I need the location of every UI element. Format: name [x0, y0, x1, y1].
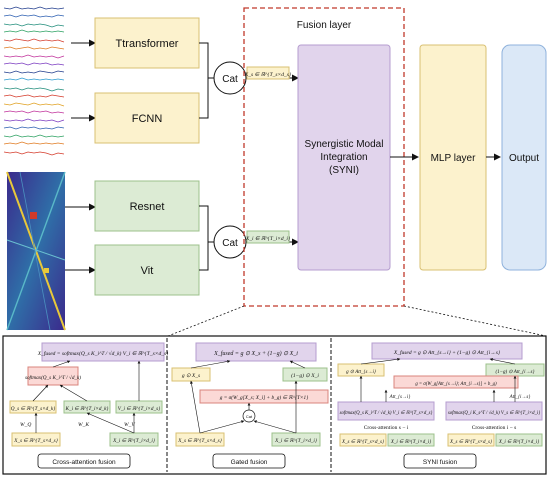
connector	[199, 42, 214, 79]
cross-xi: X_i ∈ ℝ^{T_i×d_i}	[112, 438, 156, 444]
cat-label: Cat	[222, 238, 238, 249]
fcnn-label: FCNN	[132, 113, 163, 125]
connector	[199, 242, 209, 271]
syni-ca2: Cross-attention i − s	[472, 425, 517, 431]
xi-label: X_i ∈ ℝ^{T_i×d_i}	[245, 235, 291, 242]
syni-ca1: Cross-attention s − i	[364, 425, 409, 431]
cross-k: K_i ∈ ℝ^{T_i×d_k}	[65, 406, 110, 412]
gated-caption: Gated fusion	[231, 459, 268, 466]
cross-q: Q_s ∈ ℝ^{T_s×d_k}	[11, 406, 56, 412]
fcnn-block	[94, 92, 200, 144]
cross-xs: X_s ∈ ℝ^{T_s×d_s}	[13, 438, 58, 444]
syni-fusion-panel: X_fused = g ⊙ Att_{s→i} + (1−g) ⊙ Att_{i…	[337, 342, 545, 469]
fusion-layer-title: Fusion layer	[297, 20, 352, 31]
syni-line-3: (SYNI)	[329, 165, 359, 176]
cross-wv: W_V	[124, 422, 135, 428]
eeg-signal-image	[3, 3, 71, 158]
resnet-block	[94, 180, 200, 232]
syni-xi: X_i ∈ ℝ^{T_i×d_i}	[498, 439, 539, 445]
output-label: Output	[509, 153, 539, 164]
syni-line-2: Integration	[320, 152, 367, 163]
gated-gate: g = σ(W_g[X_s; X_i] + b_g) ∈ ℝ^{T×1}	[220, 394, 309, 401]
transformer-label: Ttransformer	[116, 38, 179, 50]
syni-xs: X_s ∈ ℝ^{T_s×d_s}	[341, 439, 384, 445]
cross-softmax: softmax(Q_s K_i^T / √d_k)	[25, 374, 81, 381]
vit-block	[94, 244, 200, 296]
syni-caption: SYNI fusion	[423, 459, 458, 466]
cross-wq: W_Q	[20, 422, 31, 428]
cat-label: Cat	[222, 74, 238, 85]
syni-gatt2: (1−g) ⊙ Att_{i→s}	[496, 369, 535, 375]
syni-sm2: softmax(Q_i K_s^T / √d_k) V_s ∈ ℝ^{T_i×d…	[448, 410, 540, 416]
syni-att-is: Att_{i→s}	[509, 395, 531, 400]
gated-xfused: X_fused = g ⊙ X_s + (1−g) ⊙ X_i	[213, 350, 298, 357]
transformer-block	[94, 17, 200, 69]
cross-caption: Cross-attention fusion	[52, 459, 116, 466]
output-block	[501, 44, 547, 271]
xs-label: X_s ∈ ℝ^{T_s×d_s}	[244, 71, 292, 78]
gated-gxi: (1−g) ⊙ X_i	[291, 372, 319, 379]
xi-tag	[246, 230, 290, 244]
resnet-label: Resnet	[130, 201, 165, 213]
gated-xi: X_i ∈ ℝ^{T_i×d_i}	[274, 438, 318, 444]
syni-line-1: Synergistic Modal	[305, 139, 384, 150]
gated-xs: X_s ∈ ℝ^{T_s×d_s}	[177, 438, 222, 444]
syni-sm1: softmax(Q_s K_i^T / √d_k) V_i ∈ ℝ^{T_s×d…	[340, 410, 433, 416]
syni-xs: X_s ∈ ℝ^{T_s×d_s}	[449, 439, 492, 445]
cross-attention-panel: X_fused = softmax(Q_s K_i^T / √d_k) V_i …	[9, 342, 169, 469]
gated-fusion-panel: X_fused = g ⊙ X_s + (1−g) ⊙ X_i g ⊙ X_s …	[171, 342, 329, 469]
connectivity-heatmap-image	[6, 171, 66, 331]
zoom-line	[167, 305, 245, 337]
zoom-line	[403, 305, 547, 337]
cross-wk: W_K	[78, 422, 89, 428]
connector	[199, 78, 209, 119]
gated-gxs: g ⊙ X_s	[182, 373, 200, 379]
syni-gate: g = σ(W_g[Att_{s→i}; Att_{i→s}] + b_g)	[415, 382, 497, 387]
vit-label: Vit	[141, 265, 154, 277]
syni-xi: X_i ∈ ℝ^{T_i×d_i}	[390, 439, 431, 445]
mlp-label: MLP layer	[431, 153, 477, 164]
connector	[199, 205, 214, 243]
syni-att-si: Att_{s→i}	[389, 395, 411, 400]
syni-xfused: X_fused = g ⊙ Att_{s→i} + (1−g) ⊙ Att_{i…	[393, 349, 501, 356]
cross-xfused: X_fused = softmax(Q_s K_i^T / √d_k) V_i …	[37, 350, 169, 357]
syni-gatt1: g ⊙ Att_{s→i}	[346, 369, 376, 375]
cross-xfused-box	[41, 342, 165, 362]
xs-tag	[246, 66, 290, 80]
gated-cat: Cat	[246, 414, 253, 419]
cross-v: V_i ∈ ℝ^{T_i×d_s}	[118, 406, 161, 412]
